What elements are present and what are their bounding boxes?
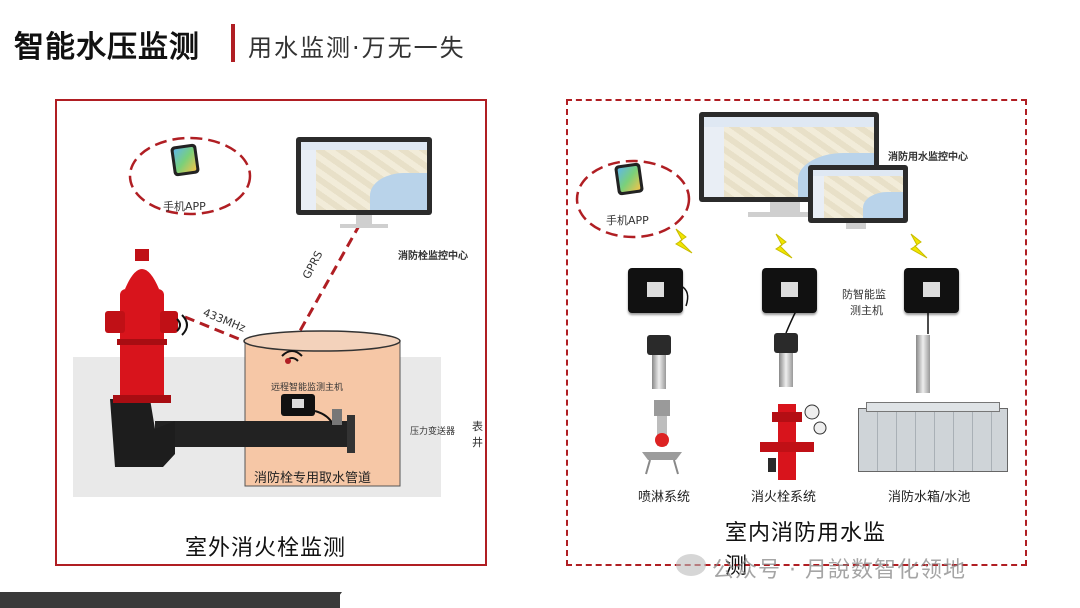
water-pipe (155, 421, 353, 447)
page-subtitle: 用水监测·万无一失 (248, 28, 466, 63)
host-label: 远程智能监测主机 (271, 380, 343, 393)
bolt-icon-2 (776, 234, 792, 258)
hydrant-top-nut (135, 249, 149, 261)
indoor-monitor-small-icon (808, 165, 908, 223)
side-label-2: 井 (472, 434, 483, 450)
phone-icon (170, 143, 200, 176)
hydrant-system-icon (760, 398, 830, 480)
hydrant-cap (125, 269, 159, 289)
pit-antenna (285, 358, 291, 364)
footer-bar (0, 592, 340, 608)
sprinkler-icon (640, 400, 684, 478)
pipe-label: 消防栓专用取水管道 (254, 467, 371, 486)
pressure-transmitter (332, 409, 342, 425)
side-label-1: 表 (472, 418, 483, 434)
pipe-flange (347, 415, 355, 453)
hydrant-left-outlet (105, 311, 125, 333)
footer-bar-tip (330, 592, 342, 608)
watermark-text: 公众号 · 月說数智化领地 (712, 552, 966, 584)
bolt-icon-1 (676, 229, 692, 253)
hydrant-signal-icon (177, 315, 187, 335)
indoor-monitor-center-label: 消防用水监控中心 (888, 148, 968, 163)
indoor-phone-icon (614, 162, 644, 195)
pressure-sensor-1 (647, 335, 671, 355)
indoor-caption-line1: 室内消防用水监 (725, 515, 886, 547)
water-tank-label: 消防水箱/水池 (888, 486, 970, 505)
level-sensor (916, 335, 930, 393)
hydrant-system-label: 消火栓系统 (751, 486, 816, 505)
wechat-icon (676, 554, 706, 576)
bolt-icon-3 (911, 234, 927, 258)
host-label-line1: 防智能监 (842, 286, 886, 302)
hydrant-band (117, 339, 167, 345)
host-device-1 (628, 268, 683, 313)
title-divider (231, 24, 235, 62)
monitor-icon (296, 137, 432, 215)
hydrant-right-outlet (160, 311, 178, 333)
outdoor-caption: 室外消火栓监测 (185, 530, 346, 562)
phone-app-label: 手机APP (163, 198, 206, 214)
page-title: 智能水压监测 (14, 22, 200, 66)
water-tank-icon (858, 408, 1008, 472)
pit-opening (244, 331, 400, 351)
indoor-phone-app-label: 手机APP (606, 212, 649, 228)
host-label-line2: 测主机 (850, 302, 883, 318)
host-device-2 (762, 268, 817, 313)
hydrant-flange (113, 395, 171, 403)
host-device-3 (904, 268, 959, 313)
monitor-center-label: 消防栓监控中心 (398, 247, 468, 262)
sprinkler-system-label: 喷淋系统 (638, 486, 690, 505)
pressure-sensor-2 (774, 333, 798, 353)
pressure-transmitter-label: 压力变送器 (410, 424, 455, 437)
